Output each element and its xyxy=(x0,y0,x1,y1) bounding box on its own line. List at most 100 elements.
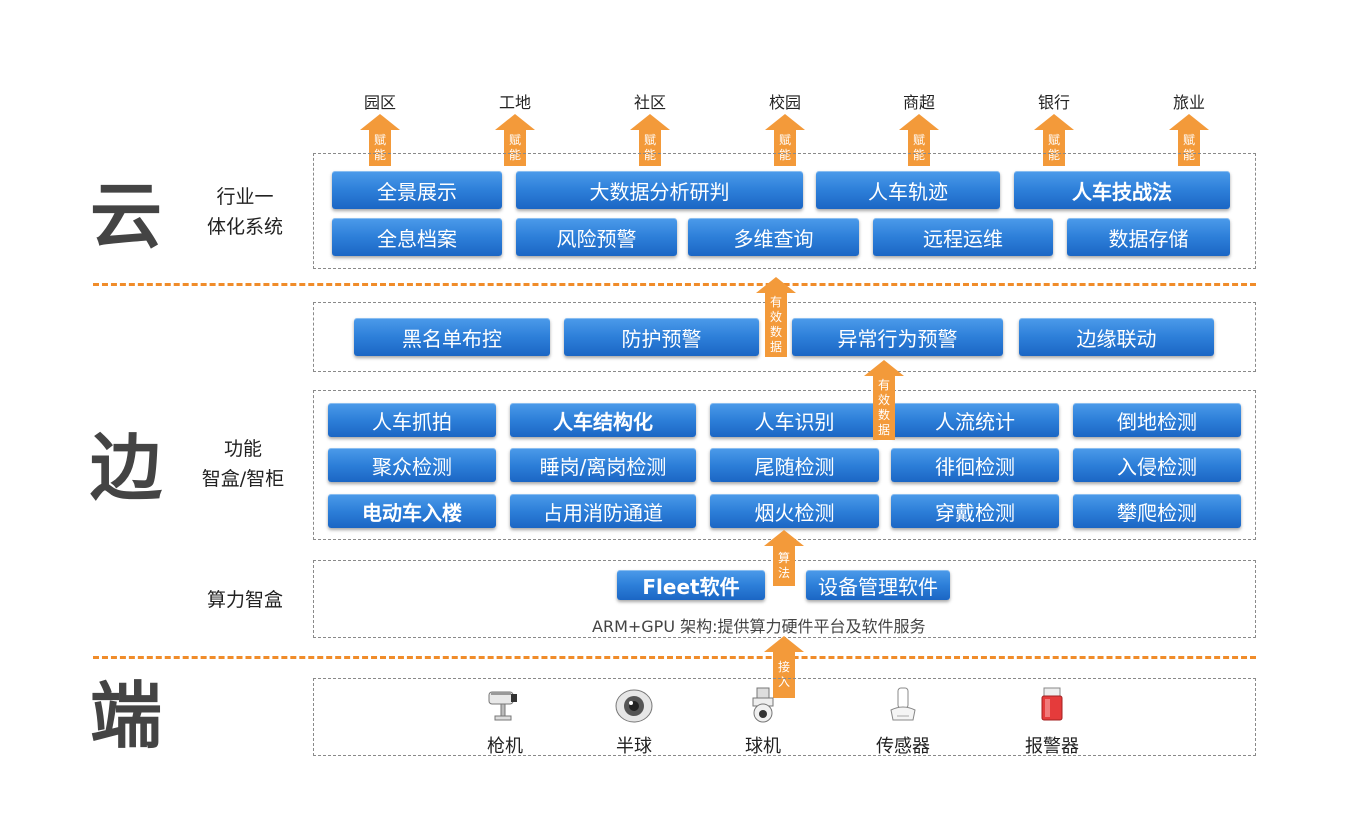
divider-cloud-edge xyxy=(93,283,1256,286)
valid-char-4: 据 xyxy=(877,423,890,437)
empower-char-2: 能 xyxy=(912,148,925,162)
cloud-btn-risk-warning[interactable]: 风险预警 xyxy=(516,218,677,256)
industry-label-2: 社区 xyxy=(633,93,666,112)
cloud-btn-storage[interactable]: 数据存储 xyxy=(1067,218,1230,256)
empower-char-2: 能 xyxy=(778,148,791,162)
edge-fn-fire-lane[interactable]: 占用消防通道 xyxy=(510,494,696,528)
compute-side-label: 算力智盒 xyxy=(206,589,283,611)
empower-arrow-6: 赋能 xyxy=(1169,114,1209,166)
layer-cloud-char: 云 xyxy=(90,174,163,258)
cloud-btn-archive[interactable]: 全息档案 xyxy=(332,218,502,256)
alarm-icon xyxy=(1041,687,1063,721)
device-label: 球机 xyxy=(745,736,781,757)
valid-char-1: 有 xyxy=(877,378,890,392)
device-label: 半球 xyxy=(616,736,652,757)
empower-char-1: 赋 xyxy=(778,133,791,147)
valid-char-3: 数 xyxy=(877,408,890,422)
edge-label-line1: 功能 xyxy=(223,438,262,460)
cloud-side-label: 行业一 体化系统 xyxy=(190,182,300,242)
valid-char-2: 效 xyxy=(877,393,890,407)
ptz-camera-icon xyxy=(752,687,774,723)
industry-label-3: 校园 xyxy=(768,93,801,112)
layer-end-char: 端 xyxy=(90,674,163,758)
valid-char-2: 效 xyxy=(769,310,782,324)
valid-char-3: 数 xyxy=(769,325,782,339)
edge-label-line2: 智盒/智柜 xyxy=(201,468,285,490)
cloud-btn-tactics[interactable]: 人车技战法 xyxy=(1014,171,1230,209)
empower-arrow-3: 赋能 xyxy=(765,114,805,166)
edge-btn-blacklist[interactable]: 黑名单布控 xyxy=(354,318,550,356)
device-alarm: 报警器 xyxy=(1002,686,1102,758)
empower-char-1: 赋 xyxy=(373,133,386,147)
edge-side-label: 功能 智盒/智柜 xyxy=(188,434,298,494)
device-bullet-camera: 枪机 xyxy=(455,686,555,758)
fleet-software-button[interactable]: Fleet软件 xyxy=(617,570,765,600)
edge-fn-intrusion[interactable]: 入侵检测 xyxy=(1073,448,1241,482)
device-label: 报警器 xyxy=(1025,736,1079,757)
industry-label-0: 园区 xyxy=(363,93,396,112)
empower-char-1: 赋 xyxy=(1182,133,1195,147)
cloud-btn-multi-query[interactable]: 多维查询 xyxy=(688,218,859,256)
cloud-btn-trajectory[interactable]: 人车轨迹 xyxy=(816,171,1000,209)
device-label: 枪机 xyxy=(487,736,523,757)
edge-btn-abnormal[interactable]: 异常行为预警 xyxy=(792,318,1003,356)
platform-note: ARM+GPU 架构:提供算力硬件平台及软件服务 xyxy=(592,617,926,636)
cloud-btn-bigdata[interactable]: 大数据分析研判 xyxy=(516,171,803,209)
cloud-label-line2: 体化系统 xyxy=(206,216,283,238)
empower-char-1: 赋 xyxy=(643,133,656,147)
cloud-btn-panorama[interactable]: 全景展示 xyxy=(332,171,502,209)
industry-label-1: 工地 xyxy=(498,93,531,112)
edge-fn-crowd[interactable]: 聚众检测 xyxy=(328,448,496,482)
edge-fn-tailgate[interactable]: 尾随检测 xyxy=(710,448,879,482)
device-frame xyxy=(313,678,1256,756)
algorithm-arrow: 算法 xyxy=(764,530,804,586)
device-dome-camera: 半球 xyxy=(584,686,684,758)
device-ptz-camera: 球机 xyxy=(713,686,813,758)
edge-fn-recognition[interactable]: 人车识别 xyxy=(710,403,879,437)
empower-char-2: 能 xyxy=(373,148,386,162)
divider-edge-end xyxy=(93,656,1256,659)
edge-fn-capture[interactable]: 人车抓拍 xyxy=(328,403,496,437)
dome-camera-icon xyxy=(615,689,653,723)
empower-char-2: 能 xyxy=(508,148,521,162)
edge-btn-protection[interactable]: 防护预警 xyxy=(564,318,759,356)
empower-char-2: 能 xyxy=(1047,148,1060,162)
valid-data-arrow-lower: 有效数据 xyxy=(864,360,904,440)
layer-edge-char: 边 xyxy=(90,426,163,510)
edge-fn-fall[interactable]: 倒地检测 xyxy=(1073,403,1241,437)
edge-fn-loiter[interactable]: 徘徊检测 xyxy=(891,448,1059,482)
empower-arrow-0: 赋能 xyxy=(360,114,400,166)
device-sensor: 传感器 xyxy=(853,686,953,758)
empower-arrow-1: 赋能 xyxy=(495,114,535,166)
access-char-1: 接 xyxy=(777,660,790,674)
edge-fn-flow-stats[interactable]: 人流统计 xyxy=(891,403,1059,437)
algo-char-2: 法 xyxy=(777,566,790,580)
algo-char-1: 算 xyxy=(777,551,790,565)
edge-fn-sleep-absent[interactable]: 睡岗/离岗检测 xyxy=(510,448,696,482)
cloud-btn-remote-ops[interactable]: 远程运维 xyxy=(873,218,1053,256)
edge-fn-structuring[interactable]: 人车结构化 xyxy=(510,403,696,437)
cloud-system-frame xyxy=(313,153,1256,269)
edge-fn-climb[interactable]: 攀爬检测 xyxy=(1073,494,1241,528)
industry-label-6: 旅业 xyxy=(1172,93,1205,112)
empower-char-1: 赋 xyxy=(508,133,521,147)
empower-arrow-5: 赋能 xyxy=(1034,114,1074,166)
valid-char-1: 有 xyxy=(769,295,782,309)
bullet-camera-icon xyxy=(488,691,517,721)
edge-fn-ebike[interactable]: 电动车入楼 xyxy=(328,494,496,528)
sensor-icon xyxy=(890,687,916,721)
edge-fn-smoke-fire[interactable]: 烟火检测 xyxy=(710,494,879,528)
valid-char-4: 据 xyxy=(769,340,782,354)
empower-char-2: 能 xyxy=(643,148,656,162)
edge-fn-wearing[interactable]: 穿戴检测 xyxy=(891,494,1059,528)
empower-char-1: 赋 xyxy=(912,133,925,147)
edge-btn-linkage[interactable]: 边缘联动 xyxy=(1019,318,1214,356)
industry-label-4: 商超 xyxy=(902,93,935,112)
valid-data-arrow-upper: 有效数据 xyxy=(756,277,796,357)
device-management-button[interactable]: 设备管理软件 xyxy=(806,570,950,600)
empower-char-1: 赋 xyxy=(1047,133,1060,147)
industry-label-5: 银行 xyxy=(1037,93,1070,112)
empower-arrow-2: 赋能 xyxy=(630,114,670,166)
cloud-label-line1: 行业一 xyxy=(216,186,274,208)
empower-arrow-4: 赋能 xyxy=(899,114,939,166)
